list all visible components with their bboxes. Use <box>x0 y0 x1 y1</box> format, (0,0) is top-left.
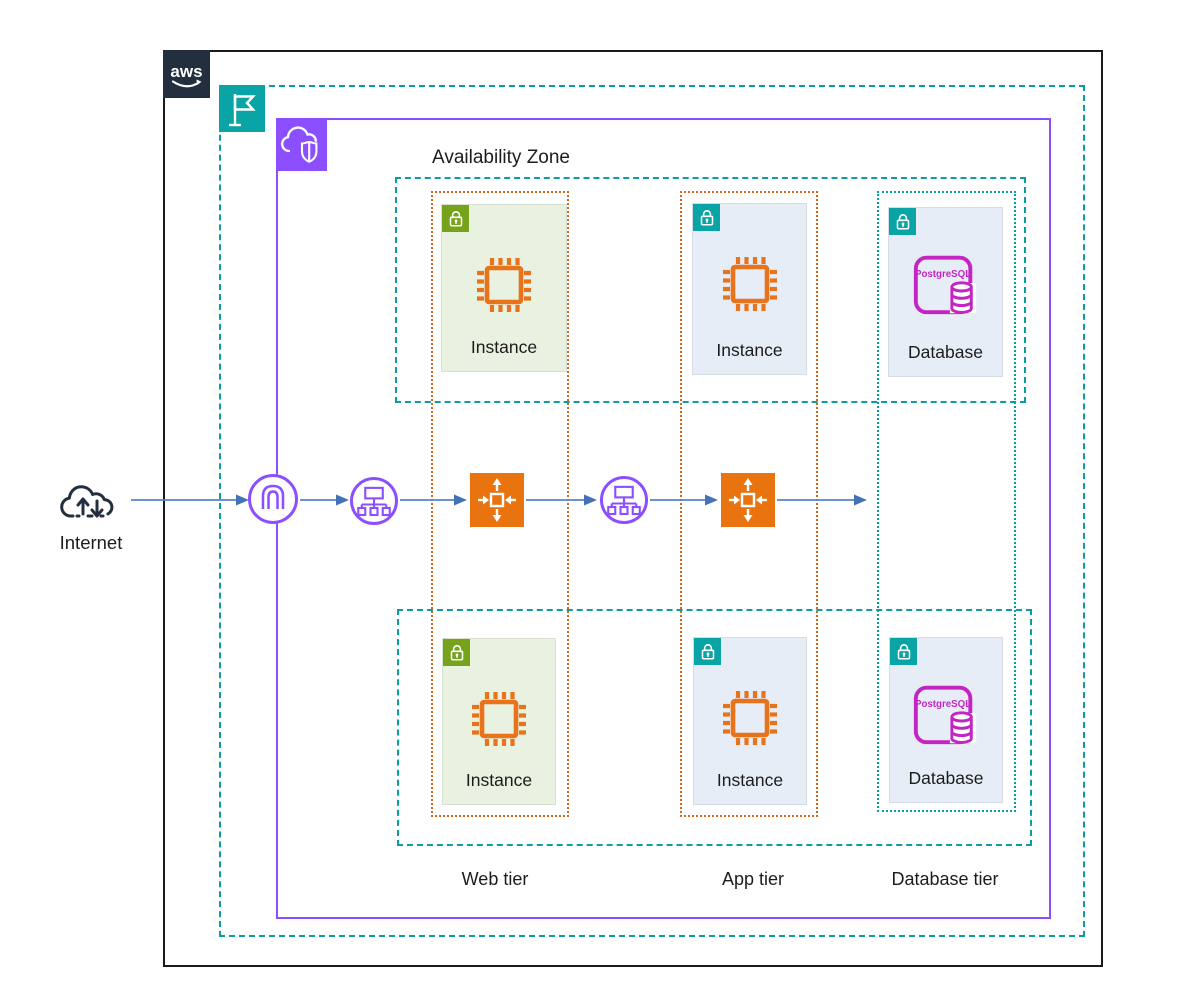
lock-badge-icon <box>889 208 916 235</box>
svg-text:PostgreSQL: PostgreSQL <box>915 699 971 710</box>
database-tier-column <box>877 191 1016 812</box>
app-tier-label: App tier <box>721 869 785 889</box>
instance-card-web-top: Instance <box>441 204 567 372</box>
auto-scaling-icon <box>470 473 524 527</box>
aws-cloud-boundary <box>163 50 1103 967</box>
load-balancer-icon <box>350 477 398 525</box>
card-label: Database <box>908 342 983 362</box>
card-label: Database <box>908 768 984 788</box>
ec2-chip-icon <box>472 253 536 322</box>
lock-badge-icon <box>694 638 721 665</box>
lock-badge-icon <box>442 205 469 232</box>
instance-card-app-bottom: Instance <box>693 637 807 805</box>
database-tier-label: Database tier <box>891 869 999 889</box>
ec2-chip-icon <box>718 252 782 321</box>
internet-gateway-icon <box>248 474 298 524</box>
database-card-bottom: PostgreSQL Database <box>889 637 1003 803</box>
database-card-top: PostgreSQL Database <box>888 207 1003 377</box>
lock-badge-icon <box>890 638 917 665</box>
ec2-chip-icon <box>467 687 531 756</box>
vpc-icon <box>276 118 327 171</box>
flow-arrow <box>300 494 349 506</box>
availability-zone-bottom <box>397 609 1032 846</box>
postgresql-icon: PostgreSQL <box>910 678 982 755</box>
app-tier-column <box>680 191 818 817</box>
card-label: Instance <box>716 770 784 790</box>
instance-card-web-bottom: Instance <box>442 638 556 805</box>
cloud-shield-icon <box>281 126 318 163</box>
flow-arrow <box>650 494 718 506</box>
instance-card-app-top: Instance <box>692 203 807 375</box>
aws-smile-logo-icon: aws <box>170 62 203 88</box>
postgresql-icon: PostgreSQL <box>910 248 982 325</box>
flow-arrow <box>131 494 249 506</box>
flow-arrow <box>777 494 867 506</box>
card-label: Instance <box>716 340 783 360</box>
web-tier-label: Web tier <box>461 869 529 889</box>
internet-label: Internet <box>59 532 123 553</box>
flow-arrow <box>526 494 597 506</box>
svg-text:PostgreSQL: PostgreSQL <box>914 269 970 280</box>
flag-icon <box>229 94 256 127</box>
load-balancer-icon <box>600 476 648 524</box>
web-tier-column <box>431 191 569 817</box>
lock-badge-icon <box>693 204 720 231</box>
aws-logo: aws <box>163 50 210 98</box>
ec2-chip-icon <box>718 686 782 755</box>
card-label: Instance <box>465 770 533 790</box>
card-label: Instance <box>470 337 538 357</box>
region-icon <box>219 85 265 132</box>
region-boundary <box>219 85 1085 937</box>
flow-arrow <box>400 494 467 506</box>
auto-scaling-icon <box>721 473 775 527</box>
svg-text:aws: aws <box>170 62 202 81</box>
availability-zone-label: Availability Zone <box>432 147 571 168</box>
internet-icon <box>57 478 123 527</box>
lock-badge-icon <box>443 639 470 666</box>
availability-zone-top <box>395 177 1026 403</box>
